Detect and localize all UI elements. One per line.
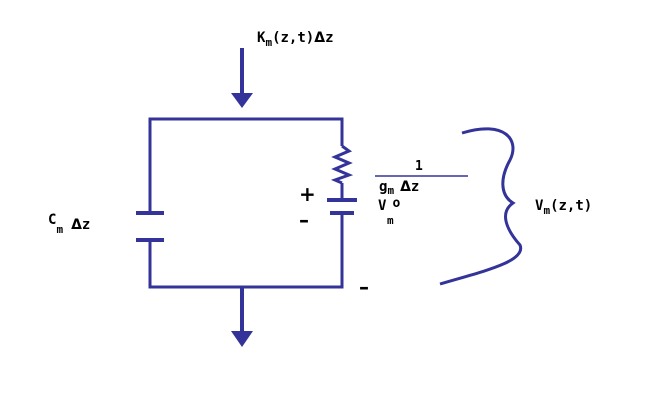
battery-voltage-sub: m — [387, 214, 394, 227]
capacitor-symbol — [136, 211, 164, 242]
voltage-label: Vm(z,t) — [535, 198, 592, 217]
node-minus-sign: – — [359, 275, 369, 299]
voltage-brace — [439, 127, 523, 286]
battery-minus-sign: – — [299, 208, 309, 232]
circuit-wires — [148, 117, 344, 289]
current-in-arrow — [231, 48, 253, 108]
battery-symbol — [327, 198, 357, 215]
battery-plus-sign: + — [299, 182, 316, 206]
conductance-numerator: 1 — [415, 159, 423, 174]
current-out-arrow — [231, 287, 253, 347]
resistor-symbol — [330, 144, 354, 185]
current-in-label: Km(z,t)Δz — [257, 30, 334, 49]
